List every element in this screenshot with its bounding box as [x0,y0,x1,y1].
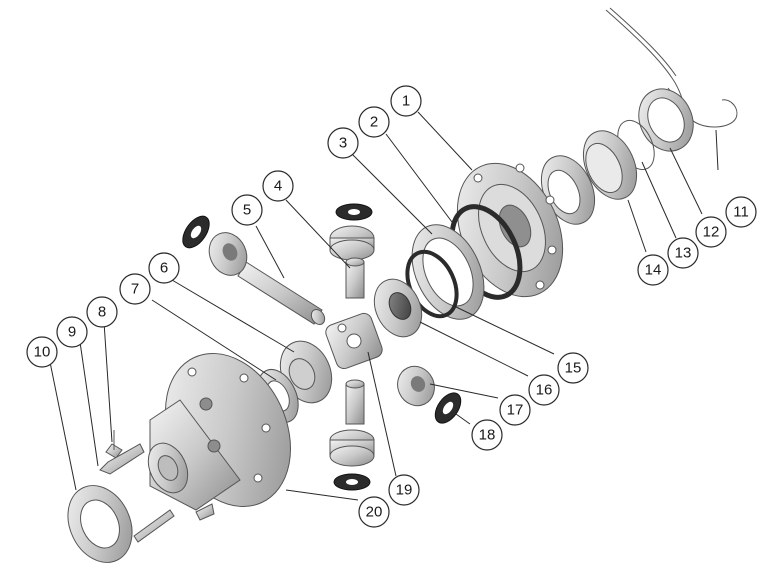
svg-text:3: 3 [339,135,347,152]
seal-ring-part [638,88,694,152]
svg-text:6: 6 [160,260,168,277]
svg-text:14: 14 [645,262,662,279]
callout-11: 11 [725,196,757,228]
callout-5: 5 [231,194,263,226]
differential-housing-part [147,352,291,511]
svg-text:9: 9 [68,324,76,341]
svg-text:18: 18 [479,427,496,444]
callout-4: 4 [262,170,294,202]
callout-13: 13 [667,237,699,269]
callout-20: 20 [358,496,390,528]
svg-text:12: 12 [703,224,720,241]
side-gear-upper-left-part [208,232,248,276]
bolt-bottom-part [195,503,215,521]
svg-text:10: 10 [34,344,51,361]
cross-pin-upper-part [345,257,365,299]
callout-17: 17 [499,394,531,426]
spider-block-part [325,312,383,370]
pinion-gear-bottom-part [329,429,375,491]
callout-2: 2 [358,106,390,138]
side-gear-right-part [373,278,423,338]
callout-14: 14 [637,254,669,286]
thrust-washer-right-part [434,392,462,424]
svg-text:1: 1 [402,93,410,110]
svg-text:2: 2 [370,114,378,131]
bolt-long-part [99,443,145,475]
svg-text:7: 7 [131,281,139,298]
left-bearing-part [67,485,133,563]
pinion-gear-top-part [329,203,375,261]
cross-pin-lower-part [345,379,365,425]
svg-text:17: 17 [507,402,524,419]
callout-16: 16 [528,374,560,406]
thrust-washer-upper-left-part [182,215,210,249]
callout-15: 15 [557,352,589,384]
svg-text:19: 19 [396,482,413,499]
bolt-lower-part [133,509,175,543]
bolt-short-part [105,430,123,459]
callout-7: 7 [119,273,151,305]
svg-text:8: 8 [98,304,106,321]
svg-text:11: 11 [733,204,749,221]
callout-18: 18 [471,419,503,451]
callout-10: 10 [26,336,58,368]
callout-9: 9 [56,316,88,348]
clutch-plate-part [411,224,485,320]
callout-8: 8 [86,296,118,328]
leader-lines [49,111,719,501]
svg-text:13: 13 [675,245,692,262]
svg-text:15: 15 [565,360,582,377]
callout-1: 1 [390,85,422,117]
callout-3: 3 [327,127,359,159]
svg-text:5: 5 [243,202,251,219]
callout-12: 12 [695,216,727,248]
right-bearing-part [540,130,638,225]
svg-text:4: 4 [274,178,282,195]
callout-6: 6 [148,252,180,284]
pinion-gear-lower-right-part [397,365,435,407]
cross-shaft-part [237,261,326,325]
callout-19: 19 [388,474,420,506]
svg-text:20: 20 [366,504,383,521]
svg-text:16: 16 [536,382,553,399]
